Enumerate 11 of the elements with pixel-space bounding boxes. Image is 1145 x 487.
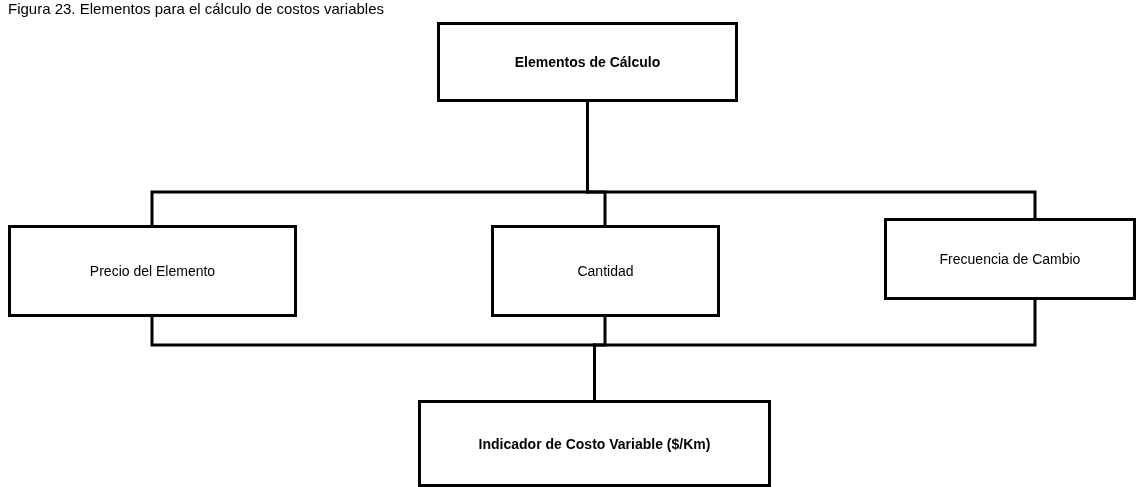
box-label: Cantidad: [577, 263, 634, 279]
box-label: Frecuencia de Cambio: [939, 251, 1081, 267]
box-label: Precio del Elemento: [89, 263, 216, 279]
process-box: [491, 225, 720, 317]
process-box: [8, 225, 297, 317]
figure-title: Figura 23. Elementos para el cálculo de costos variables: [8, 0, 385, 17]
process-box: [437, 22, 738, 102]
box-label: Elementos de Cálculo: [514, 54, 661, 70]
process-box: [884, 218, 1136, 300]
box-label: Indicador de Costo Variable ($/Km): [478, 435, 711, 452]
process-box: [418, 400, 771, 487]
